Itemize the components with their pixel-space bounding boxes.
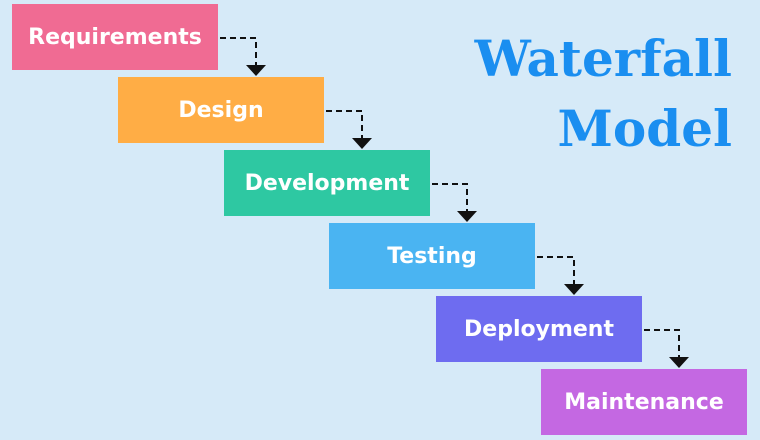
stage-testing: Testing [329, 223, 535, 289]
stage-maintenance: Maintenance [541, 369, 747, 435]
arrowhead-2 [352, 138, 372, 149]
connector-line-5 [644, 329, 680, 359]
diagram-title: Waterfall Model [475, 24, 732, 164]
connector-line-3 [432, 183, 468, 213]
arrowhead-3 [457, 211, 477, 222]
arrowhead-5 [669, 357, 689, 368]
connector-line-2 [326, 110, 363, 140]
stage-deployment: Deployment [436, 296, 642, 362]
stage-requirements: Requirements [12, 4, 218, 70]
title-line-2: Model [557, 99, 732, 158]
arrowhead-4 [564, 284, 584, 295]
arrowhead-1 [246, 65, 266, 76]
connector-line-1 [220, 37, 257, 67]
title-line-1: Waterfall [474, 29, 732, 88]
stage-design: Design [118, 77, 324, 143]
connector-line-4 [537, 256, 575, 286]
stage-development: Development [224, 150, 430, 216]
